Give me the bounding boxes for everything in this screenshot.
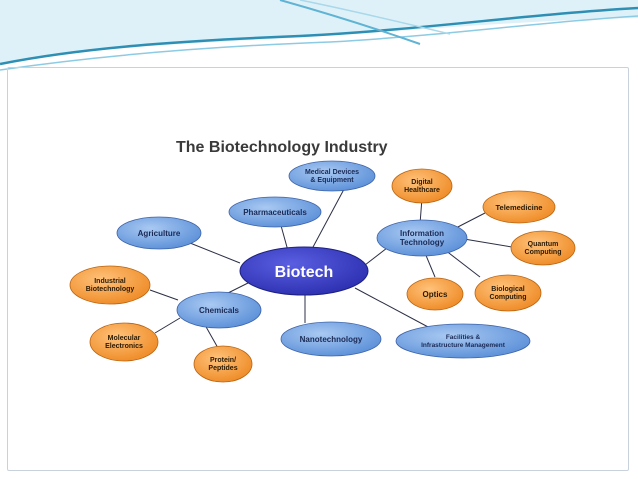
node-telemedicine: Telemedicine: [482, 190, 556, 224]
diagram-title: The Biotechnology Industry: [176, 139, 388, 156]
node-biotech-center: Biotech: [239, 246, 369, 296]
node-industrial-line2: Biotechnology: [86, 286, 135, 293]
node-quantum-line2: Computing: [525, 249, 562, 256]
node-molecular-line1: Molecular: [108, 335, 141, 342]
node-agriculture-label: Agriculture: [138, 229, 181, 238]
node-information-technology: Information Technology: [376, 219, 468, 257]
node-optics-label: Optics: [423, 290, 448, 299]
node-facilities: Facilities & Infrastructure Management: [395, 323, 531, 359]
node-it-line2: Technology: [400, 238, 445, 247]
node-industrial-biotechnology: Industrial Biotechnology: [69, 265, 151, 305]
node-medical-devices: Medical Devices & Equipment: [288, 160, 376, 192]
node-facilities-line2: Infrastructure Management: [421, 342, 506, 349]
content-frame: [7, 67, 629, 471]
node-molecular-line2: Electronics: [105, 343, 143, 350]
edge-chem-molecular: [154, 317, 181, 334]
node-protein-line1: Protein/: [210, 357, 236, 364]
node-pharmaceuticals-label: Pharmaceuticals: [243, 208, 307, 217]
node-facilities-line1: Facilities &: [446, 334, 481, 341]
node-protein-line2: Peptides: [208, 365, 237, 372]
node-biological-line1: Biological: [491, 286, 525, 293]
node-digital-healthcare: Digital Healthcare: [391, 168, 453, 204]
node-industrial-line1: Industrial: [94, 278, 126, 285]
edge-it-optics: [424, 252, 436, 278]
edge-biotech-facilities: [354, 287, 431, 329]
node-digital-line1: Digital: [411, 179, 432, 186]
node-quantum-line1: Quantum: [528, 241, 559, 248]
node-medical-devices-line2: & Equipment: [310, 177, 354, 184]
node-agriculture: Agriculture: [116, 216, 202, 250]
node-nanotechnology: Nanotechnology: [280, 321, 382, 357]
decorative-header-swoosh: [0, 0, 638, 71]
node-quantum-computing: Quantum Computing: [510, 230, 576, 266]
node-nanotechnology-label: Nanotechnology: [300, 335, 363, 344]
center-label: Biotech: [275, 264, 334, 281]
node-optics: Optics: [406, 277, 464, 311]
edge-chem-industrial: [149, 289, 179, 301]
node-biological-computing: Biological Computing: [474, 274, 542, 312]
node-telemedicine-label: Telemedicine: [496, 203, 543, 212]
biotech-diagram: The Biotechnology Industry: [60, 130, 587, 390]
edge-it-bio-computing: [444, 249, 481, 278]
node-chemicals: Chemicals: [176, 291, 262, 329]
node-molecular-electronics: Molecular Electronics: [89, 322, 159, 362]
biotech-mindmap: The Biotechnology Industry: [69, 139, 576, 383]
node-it-line1: Information: [400, 229, 444, 238]
node-pharmaceuticals: Pharmaceuticals: [228, 196, 322, 228]
node-medical-devices-line1: Medical Devices: [305, 169, 359, 176]
node-chemicals-label: Chemicals: [199, 306, 240, 315]
edge-chem-protein: [204, 324, 219, 349]
node-protein-peptides: Protein/ Peptides: [193, 345, 253, 383]
node-digital-line2: Healthcare: [404, 187, 440, 194]
node-biological-line2: Computing: [490, 294, 527, 301]
